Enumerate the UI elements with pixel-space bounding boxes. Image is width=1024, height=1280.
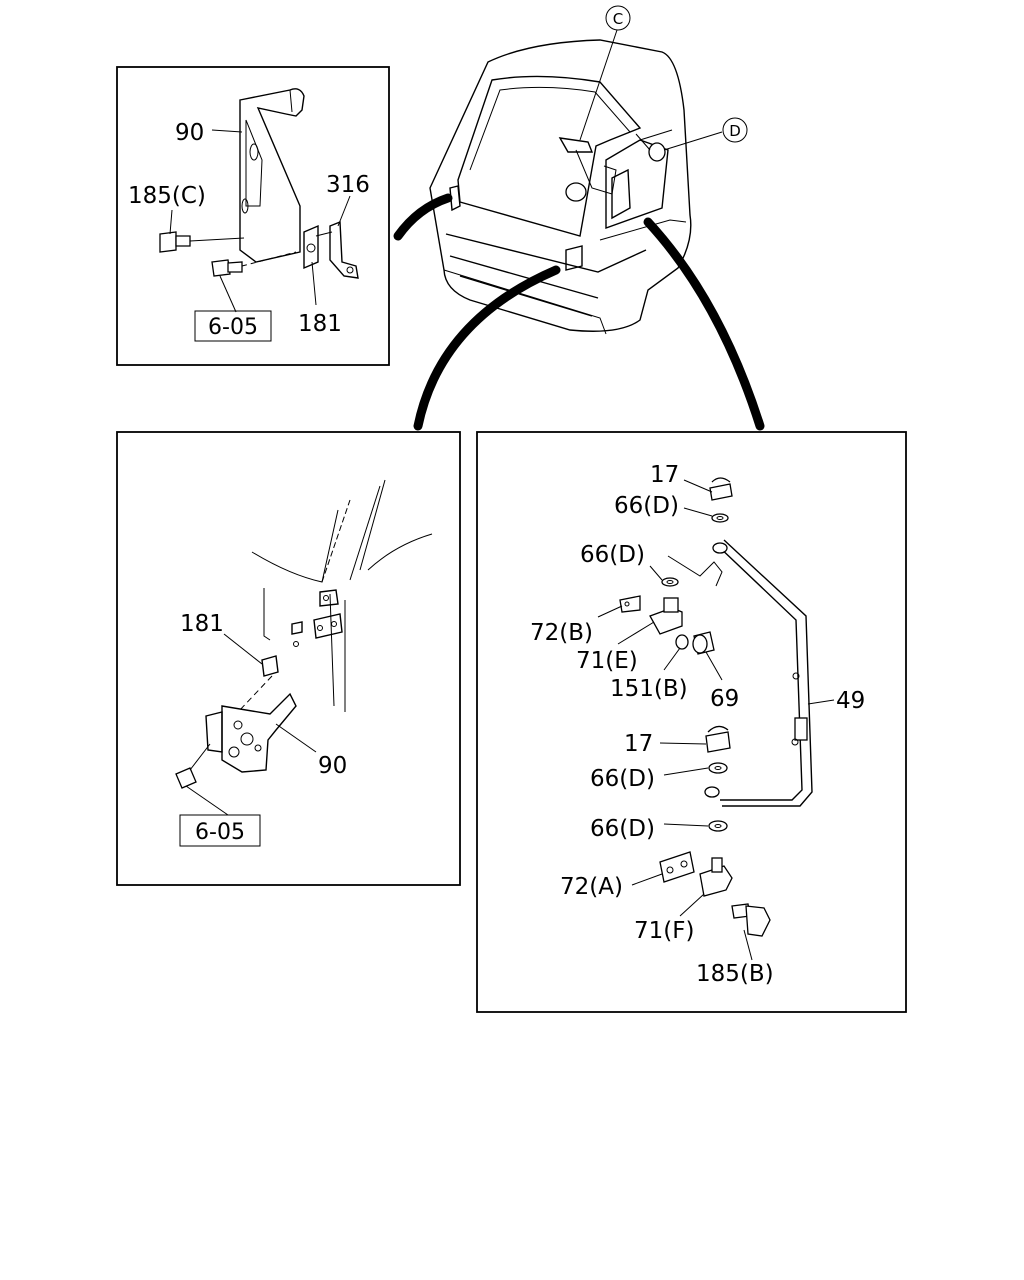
label-71e: 71(E) [576,648,638,674]
label-66d-3: 66(D) [590,766,655,792]
connector-arc-bottom-left [413,265,561,431]
inset-right-parts [597,477,835,961]
connector-arc-top-left [393,193,453,241]
label-66d-4: 66(D) [590,816,655,842]
label-17-top: 17 [650,462,679,488]
label-185b: 185(B) [696,961,774,987]
label-90-top: 90 [175,120,204,146]
label-72b: 72(B) [530,620,593,646]
inset-right-frame [476,431,907,1013]
inset-bottom-left-frame [116,431,461,886]
callout-c-label: C [613,10,623,28]
label-66d-2: 66(D) [580,542,645,568]
ref-6-05-bottom: 6-05 [195,820,245,845]
label-185c: 185(C) [128,183,206,209]
label-72a: 72(A) [560,874,623,900]
label-90-bottom: 90 [318,753,347,779]
label-69: 69 [710,686,739,712]
ref-box-6-05-bottom [179,814,261,847]
callout-d: D [722,117,748,143]
label-181-bottom: 181 [180,611,224,637]
label-66d-1: 66(D) [614,493,679,519]
label-316: 316 [326,172,370,198]
ref-6-05-top: 6-05 [208,315,258,340]
inset-bottom-left-parts [175,479,433,847]
callout-c: C [605,5,631,31]
callout-d-label: D [729,122,741,140]
inset-top-left-parts [159,88,359,342]
cab-illustration [429,29,723,335]
ref-box-6-05-top [194,310,272,342]
label-151b: 151(B) [610,676,688,702]
label-49: 49 [836,688,865,714]
label-181-top: 181 [298,311,342,337]
label-17-mid: 17 [624,731,653,757]
inset-top-left-frame [116,66,390,366]
label-71f: 71(F) [634,918,694,944]
connector-arc-right [643,217,765,431]
